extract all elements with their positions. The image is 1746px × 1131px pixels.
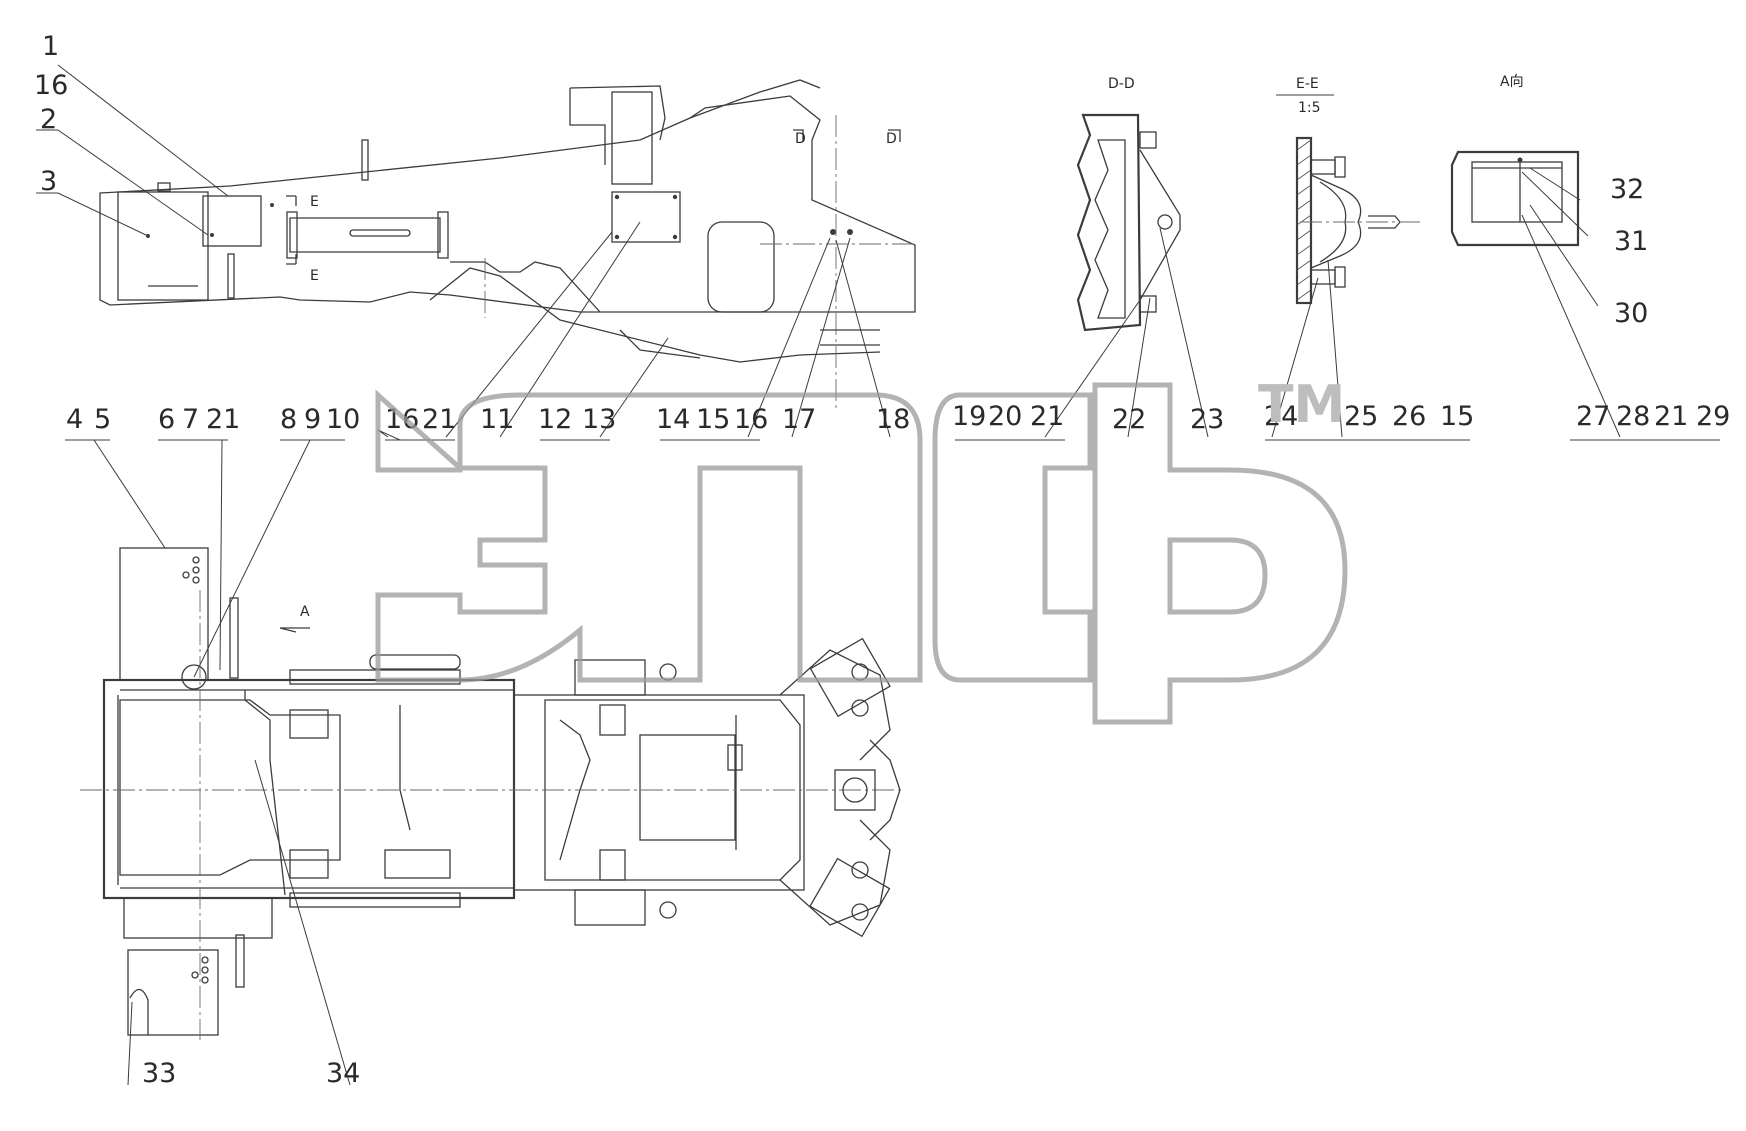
section-dd-view [1076, 113, 1181, 332]
callout-3: 3 [40, 166, 57, 197]
callout-16-top: 16 [34, 70, 68, 101]
callout-31: 31 [1614, 226, 1648, 257]
callout-25: 25 [1344, 401, 1378, 432]
view-a-title: A向 [1500, 74, 1524, 90]
section-ee-title: E-E [1296, 76, 1319, 92]
callout-2: 2 [40, 104, 57, 135]
callout-32: 32 [1610, 174, 1644, 205]
callout-8: 8 [280, 404, 297, 435]
callout-18: 18 [876, 404, 910, 435]
callout-7: 7 [182, 404, 199, 435]
callout-21-a: 21 [206, 404, 240, 435]
side-view-frame [99, 79, 916, 410]
watermark-logo: TM [375, 375, 1348, 725]
section-e-bottom-label: E [310, 268, 319, 284]
watermark-tm: TM [1258, 375, 1345, 435]
callout-15: 15 [696, 404, 730, 435]
plan-view-frame [80, 547, 901, 1040]
callout-1: 1 [42, 31, 59, 62]
callout-6: 6 [158, 404, 175, 435]
section-ee-view [1295, 136, 1420, 305]
callout-16-c: 16 [734, 404, 768, 435]
section-ee-scale: 1:5 [1298, 100, 1321, 116]
view-a [1450, 150, 1580, 247]
callout-10: 10 [326, 404, 360, 435]
callout-15-b: 15 [1440, 401, 1474, 432]
callout-4: 4 [66, 404, 83, 435]
callout-19: 19 [952, 401, 986, 432]
callout-13: 13 [582, 404, 616, 435]
callout-30: 30 [1614, 298, 1648, 329]
callout-5: 5 [94, 404, 111, 435]
callout-21-c: 21 [1030, 401, 1064, 432]
leader-lines [36, 64, 1621, 1086]
callout-29: 29 [1696, 401, 1730, 432]
section-d-left-label: D [795, 131, 806, 147]
section-e-top-label: E [310, 194, 319, 210]
section-d-right-label: D [886, 131, 897, 147]
callout-14: 14 [656, 404, 690, 435]
view-a-arrow-label: A [300, 604, 310, 620]
callout-labels: 1 16 2 3 4 5 6 7 21 8 9 10 16 21 11 12 1… [34, 31, 1730, 1089]
section-dd-title: D-D [1108, 76, 1135, 92]
callout-24: 24 [1264, 401, 1298, 432]
callout-34: 34 [326, 1058, 360, 1089]
callout-33: 33 [142, 1058, 176, 1089]
callout-26: 26 [1392, 401, 1426, 432]
callout-23: 23 [1190, 404, 1224, 435]
callout-22: 22 [1112, 404, 1146, 435]
callout-20: 20 [988, 401, 1022, 432]
callout-21-b: 21 [422, 404, 456, 435]
callout-9: 9 [304, 404, 321, 435]
callout-12: 12 [538, 404, 572, 435]
callout-27: 27 [1576, 401, 1610, 432]
callout-28: 28 [1616, 401, 1650, 432]
callout-21-d: 21 [1654, 401, 1688, 432]
callout-11: 11 [480, 404, 514, 435]
callout-17: 17 [782, 404, 816, 435]
